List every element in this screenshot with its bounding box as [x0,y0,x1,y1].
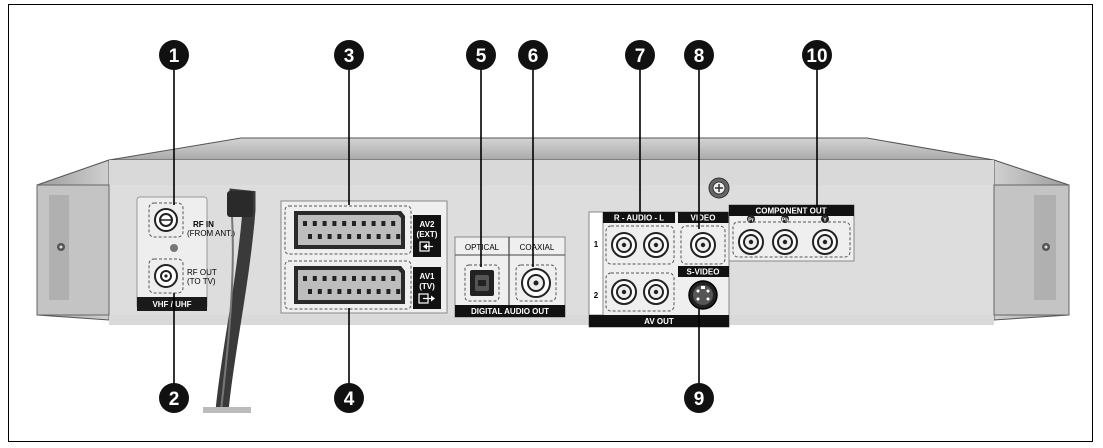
rf-in-label: RF IN [193,220,214,229]
diagram-frame: VHF / UHF RF IN (FROM ANT.) RF OUT (TO T… [8,4,1093,442]
video-label: VIDEO [691,214,716,223]
screw-hole-right [1042,243,1050,251]
coaxial-label: COAXIAL [520,243,555,252]
callout-4: 4 [334,383,364,413]
leader-lines [173,69,818,385]
av1-tv-label: (TV) [419,282,435,291]
pb-label: Pb [781,218,789,224]
callout-7: 7 [625,40,655,70]
svg-text:8: 8 [694,46,705,67]
svg-text:7: 7 [635,46,646,67]
av2-ext-label: (EXT) [417,230,438,239]
av1-label: AV1 [420,272,436,281]
component-out-label: COMPONENT OUT [755,207,826,216]
svideo-jack [688,280,718,310]
av2-label: AV2 [420,220,436,229]
component-y-jack: Y [812,215,838,255]
band-label: VHF / UHF [152,300,191,309]
callout-1: 1 [159,40,189,70]
scart-av1-connector [284,260,412,310]
callout-9: 9 [684,383,714,413]
optical-jack [464,264,500,302]
callout-6: 6 [518,40,548,70]
svg-text:2: 2 [169,389,180,410]
callout-3: 3 [334,40,364,70]
svg-text:4: 4 [344,389,355,410]
rear-panel-diagram: VHF / UHF RF IN (FROM ANT.) RF OUT (TO T… [36,40,1070,413]
av-out-label: AV OUT [644,317,674,326]
rf-in-sub-label: (FROM ANT.) [187,229,235,238]
callout-2: 2 [159,383,189,413]
svg-text:10: 10 [806,46,827,67]
rf-out-jack [154,264,178,288]
svideo-label: S-VIDEO [687,268,720,277]
audio-l-jack-row1 [643,232,669,258]
callout-5: 5 [466,40,496,70]
digital-audio-block: OPTICAL COAXIAL DIGITAL AUDIO OUT [454,236,566,318]
rf-out-sub-label: (TO TV) [187,277,216,286]
y-label: Y [823,218,827,224]
coaxial-jack [515,264,557,302]
row-1-label: 1 [594,240,599,249]
scart-av2-connector [284,205,412,255]
rf-out-label: RF OUT [187,268,217,277]
callout-10: 10 [802,40,832,70]
output-arrow-icon [418,293,435,304]
pr-label: Pr [748,218,755,224]
input-arrow-icon [419,241,433,252]
audio-r-jack-row1 [611,232,637,258]
power-cord [203,188,256,413]
component-pb-jack: Pb [772,215,798,255]
rf-in-jack [154,208,178,232]
audio-r-jack-row2 [611,279,637,305]
digital-audio-out-label: DIGITAL AUDIO OUT [471,307,549,316]
component-pr-jack: Pr [738,215,764,255]
svg-text:1: 1 [169,46,180,67]
svg-text:3: 3 [344,46,355,67]
audio-label: R - AUDIO - L [614,214,664,223]
screw-hole-left [57,243,65,251]
av-out-block: 1 2 R - AUDIO - L VIDEO S-VIDEO AV OUT [588,211,730,328]
row-2-label: 2 [594,291,599,300]
antenna-block: VHF / UHF RF IN (FROM ANT.) RF OUT (TO T… [136,196,235,311]
callout-8: 8 [684,40,714,70]
component-out-block: COMPONENT OUT Pr Pb Y [728,204,855,262]
optical-label: OPTICAL [465,243,500,252]
ground-screw [708,177,730,199]
scart-block: AV2 (EXT) AV1 (TV) [280,200,448,314]
video-jack [690,232,716,258]
svg-text:6: 6 [528,46,539,67]
audio-l-jack-row2 [643,279,669,305]
svg-text:9: 9 [694,389,705,410]
svg-text:5: 5 [476,46,487,67]
